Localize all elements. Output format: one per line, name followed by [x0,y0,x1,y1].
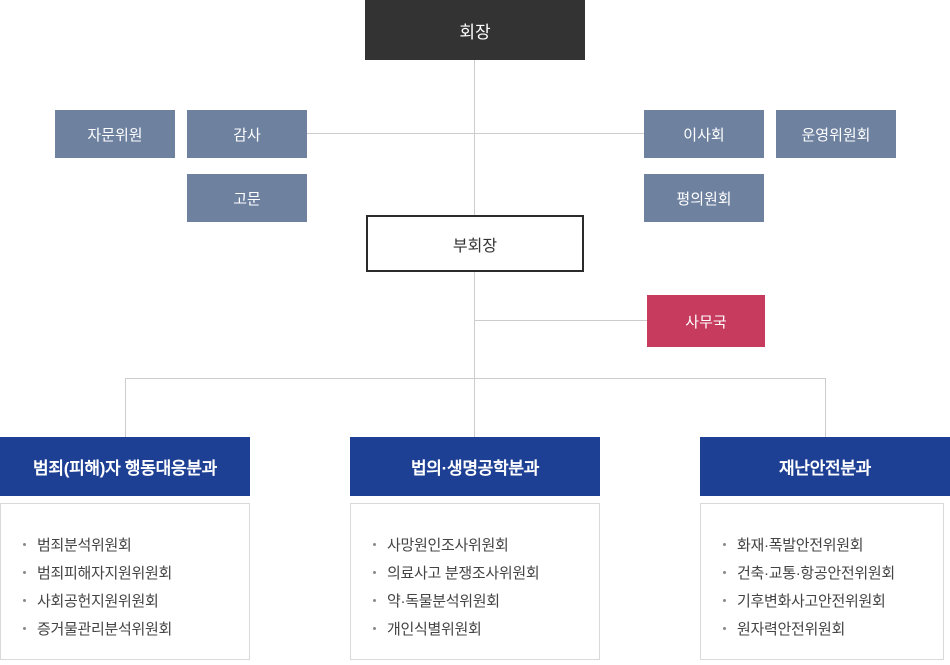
connector-chairman-to-vice [474,60,475,215]
bullet-icon [373,542,376,546]
steering-committee-box: 운영위원회 [776,110,896,158]
connector-vice-to-divisions [474,272,475,378]
connector-drop-division-3 [825,378,826,437]
advisory-member-box: 자문위원 [55,110,175,158]
list-item: 사망원인조사위원회 [373,530,589,558]
division-forensic-bioscience: 법의·생명공학분과 사망원인조사위원회 의료사고 분쟁조사위원회 약·독물분석위… [350,437,600,660]
list-item-label: 원자력안전위원회 [737,620,846,638]
list-item-label: 기후변화사고안전위원회 [737,592,886,610]
division-forensic-bioscience-header: 법의·생명공학분과 [350,437,600,496]
division-crime-response-header: 범죄(피해)자 행동대응분과 [0,437,250,496]
list-item-label: 약·독물분석위원회 [387,592,500,610]
list-item-label: 개인식별위원회 [387,620,482,638]
division-crime-response-list: 범죄분석위원회 범죄피해자지원위원회 사회공헌지원위원회 증거물관리분석위원회 [0,503,250,660]
list-item-label: 증거물관리분석위원회 [37,620,173,638]
list-item-label: 범죄피해자지원위원회 [37,564,173,582]
division-disaster-safety-list: 화재·폭발안전위원회 건축·교통·항공안전위원회 기후변화사고안전위원회 원자력… [700,503,944,660]
bullet-icon [723,570,726,574]
list-item: 의료사고 분쟁조사위원회 [373,558,589,586]
list-item: 범죄분석위원회 [23,530,239,558]
secretariat-box: 사무국 [647,295,765,347]
bullet-icon [23,570,26,574]
council-box: 평의원회 [644,174,764,222]
list-item-label: 사회공헌지원위원회 [37,592,159,610]
vice-chairman-box: 부회장 [366,215,584,272]
bullet-icon [23,626,26,630]
list-item: 기후변화사고안전위원회 [723,586,933,614]
bullet-icon [373,626,376,630]
division-forensic-bioscience-list: 사망원인조사위원회 의료사고 분쟁조사위원회 약·독물분석위원회 개인식별위원회 [350,503,600,660]
bullet-icon [23,598,26,602]
list-item: 사회공헌지원위원회 [23,586,239,614]
list-item: 범죄피해자지원위원회 [23,558,239,586]
division-disaster-safety: 재난안전분과 화재·폭발안전위원회 건축·교통·항공안전위원회 기후변화사고안전… [700,437,950,660]
connector-drop-division-1 [125,378,126,437]
advisor-box: 고문 [187,174,307,222]
connector-divisions-horizontal [125,378,826,379]
bullet-icon [723,626,726,630]
bullet-icon [723,598,726,602]
list-item-label: 범죄분석위원회 [37,536,132,554]
division-disaster-safety-header: 재난안전분과 [700,437,950,496]
bullet-icon [373,598,376,602]
connector-auditor-to-board [307,133,644,134]
list-item-label: 건축·교통·항공안전위원회 [737,564,895,582]
list-item: 증거물관리분석위원회 [23,614,239,642]
list-item-label: 의료사고 분쟁조사위원회 [387,564,540,582]
list-item: 건축·교통·항공안전위원회 [723,558,933,586]
list-item: 개인식별위원회 [373,614,589,642]
board-of-directors-box: 이사회 [644,110,764,158]
auditor-box: 감사 [187,110,307,158]
bullet-icon [23,542,26,546]
connector-to-secretariat [474,320,647,321]
chairman-box: 회장 [365,0,585,60]
list-item-label: 화재·폭발안전위원회 [737,536,864,554]
list-item: 화재·폭발안전위원회 [723,530,933,558]
bullet-icon [373,570,376,574]
division-crime-response: 범죄(피해)자 행동대응분과 범죄분석위원회 범죄피해자지원위원회 사회공헌지원… [0,437,250,660]
list-item: 원자력안전위원회 [723,614,933,642]
connector-drop-division-2 [474,378,475,437]
bullet-icon [723,542,726,546]
list-item-label: 사망원인조사위원회 [387,536,509,554]
list-item: 약·독물분석위원회 [373,586,589,614]
